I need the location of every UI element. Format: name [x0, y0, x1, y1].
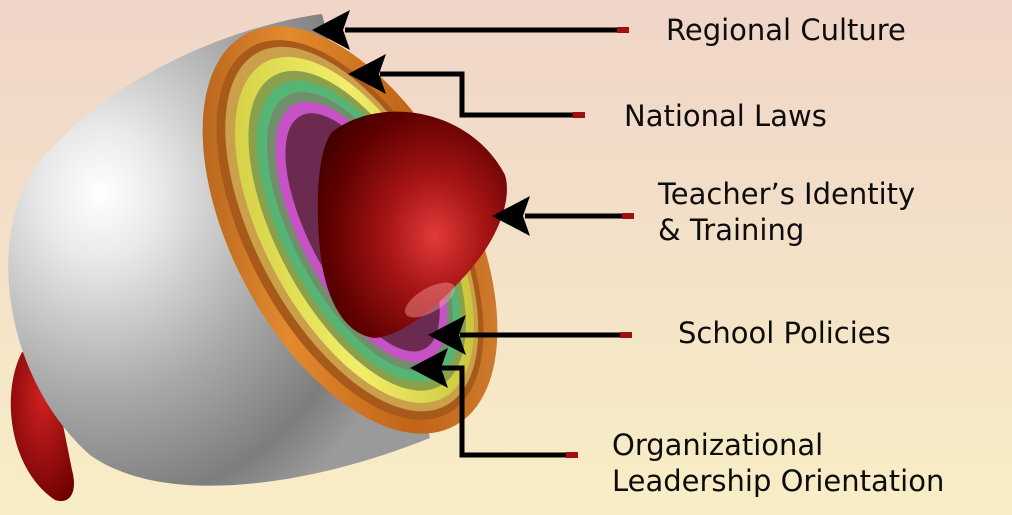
label-org-line1: Organizational	[612, 428, 824, 462]
label-regional-culture: Regional Culture	[666, 13, 906, 47]
label-teacher-identity: Teacher’s Identity & Training	[658, 176, 915, 248]
arrow-national-laws	[380, 71, 578, 118]
label-org-line2: Leadership Orientation	[612, 464, 945, 498]
label-school-policies: School Policies	[678, 316, 891, 350]
label-national-laws: National Laws	[624, 99, 827, 133]
arrow-heads	[312, 10, 530, 388]
label-org-leadership: Organizational Leadership Orientation	[612, 427, 944, 499]
arrows	[345, 27, 628, 458]
core-highlight	[405, 282, 455, 318]
label-teacher-line1: Teacher’s Identity	[658, 177, 916, 211]
arrow-tail-accents	[566, 27, 634, 458]
red-back-cap	[10, 352, 75, 502]
arrow-org-leadership	[440, 365, 572, 458]
label-teacher-line2: & Training	[658, 213, 805, 247]
core-teacher-identity	[317, 111, 507, 338]
